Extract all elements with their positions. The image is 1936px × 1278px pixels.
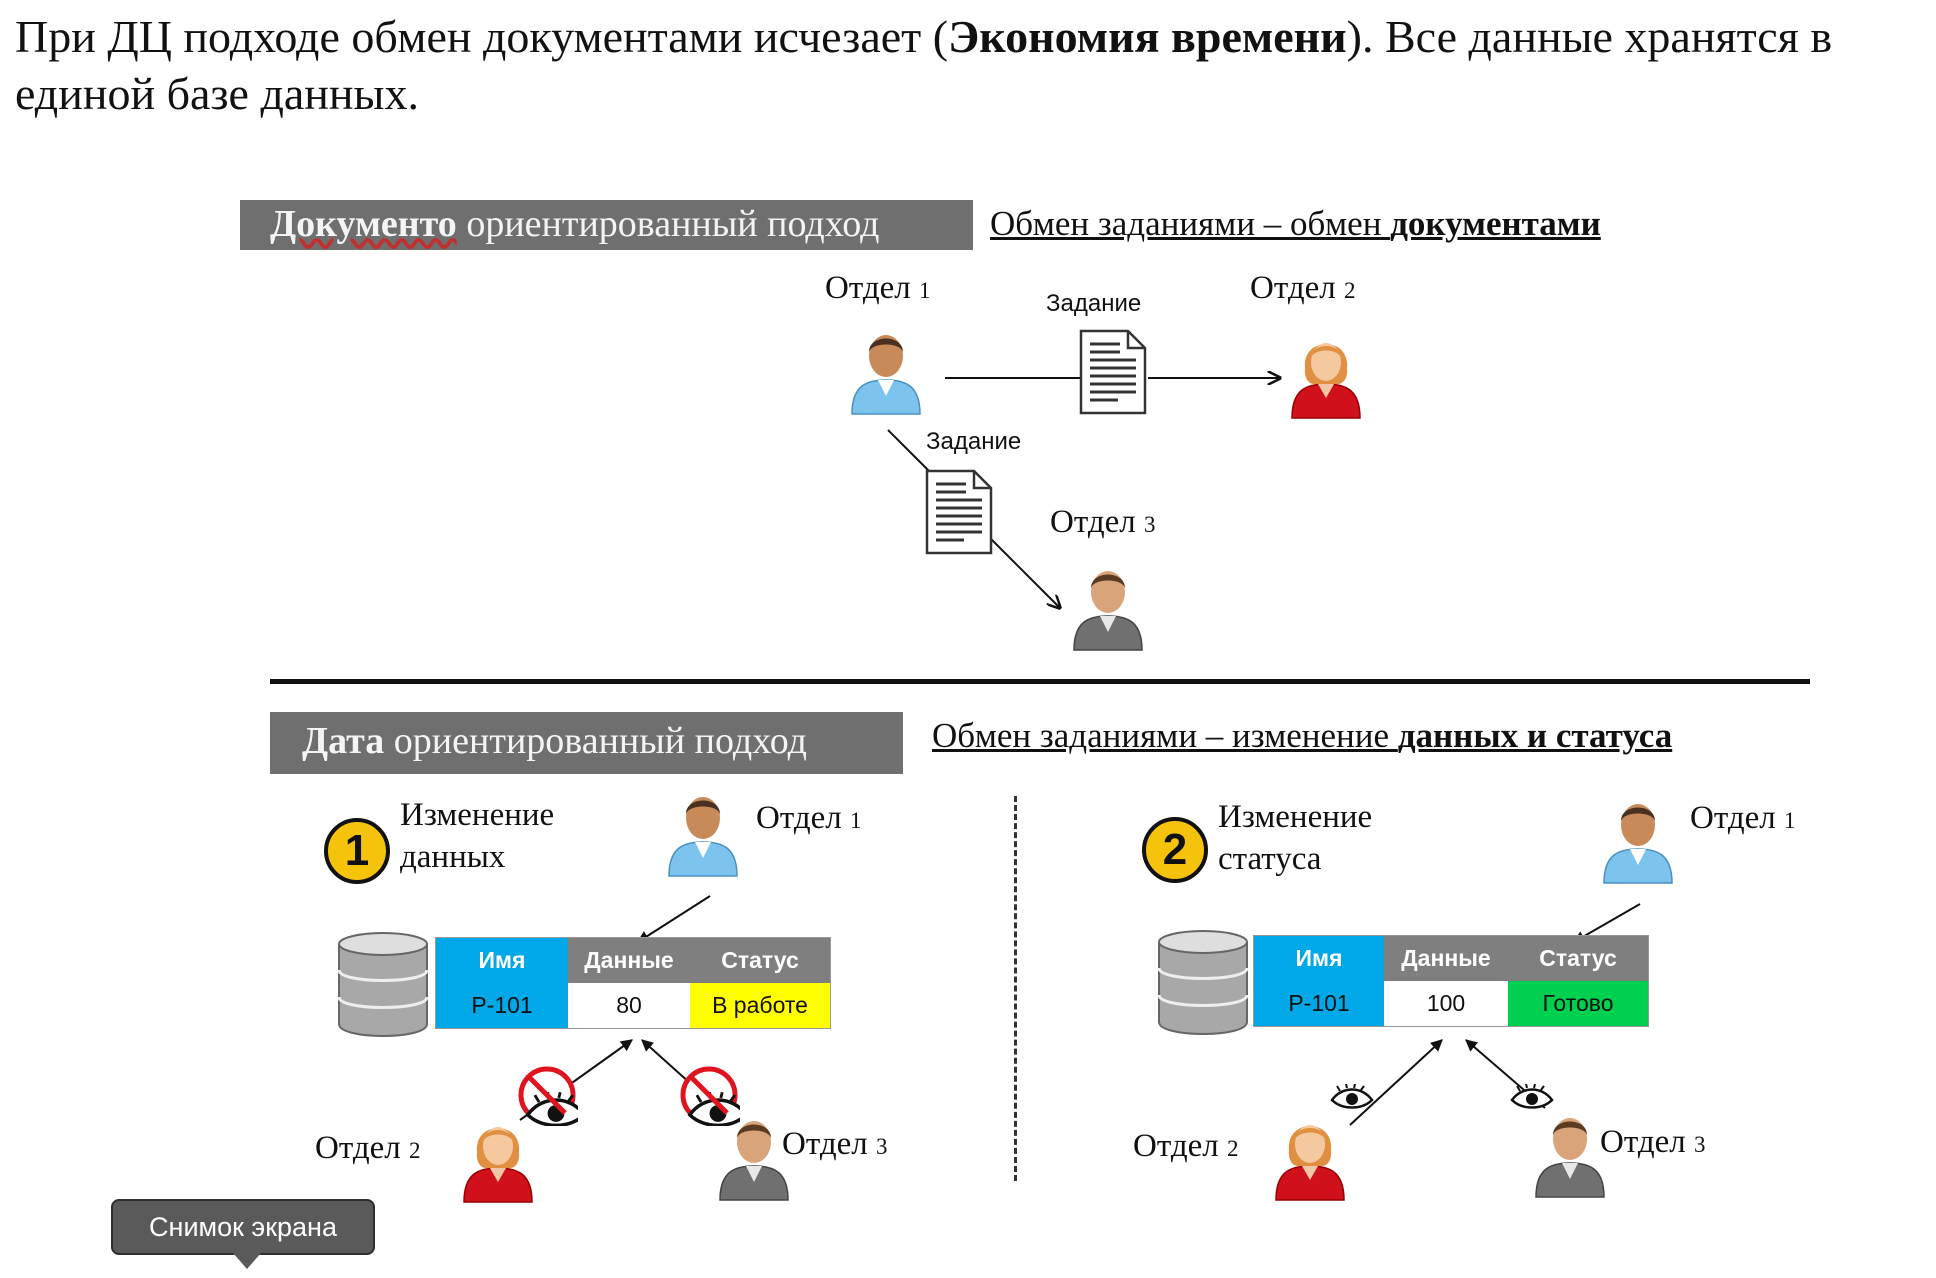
intro-bold-text: Экономия времени [948,11,1347,62]
doc-dept3-person-icon [1070,560,1146,652]
doc-dept2-label: Отдел 2 [1250,270,1356,306]
doc-dept2-person-icon [1288,328,1364,420]
left-cell-status: В работе [690,983,831,1029]
left-cell-data: 80 [568,983,690,1029]
doc-dept1-person-icon [848,324,924,416]
right-header-data: Данные [1384,935,1508,981]
arrow-right-dept2-to-table [1349,1039,1443,1126]
right-cell-data: 100 [1384,981,1508,1027]
doc-task-document-icon-2 [924,468,994,556]
right-database-icon [1153,928,1253,1036]
right-data-table: Имя Данные Статус P-101 100 Готово [1253,935,1649,1027]
data-headline-plain: Обмен заданиями – изменение [932,716,1398,755]
panel-separator [1014,796,1017,1181]
left-database-icon [333,930,433,1038]
doc-task-document-icon-1 [1078,328,1148,416]
data-approach-headline: Обмен заданиями – изменение данных и ста… [932,716,1672,756]
arrow-left-top-to-table [636,895,711,943]
right-cell-name: P-101 [1253,981,1384,1027]
doc-dept3-label: Отдел 3 [1050,504,1156,540]
doc-approach-headline: Обмен заданиями – обмен документами [990,204,1601,244]
doc-dept1-label: Отдел 1 [825,270,931,306]
left-header-status: Статус [690,937,831,983]
step-1-badge: 1 [324,818,390,884]
data-approach-banner: Дата ориентированный подход [270,712,903,774]
left-dept1-person-icon [665,786,741,878]
right-dept1-label: Отдел 1 [1690,800,1796,836]
left-dept1-label: Отдел 1 [756,800,862,836]
right-dept1-person-icon [1600,793,1676,885]
data-headline-bold: данных и статуса [1397,716,1673,755]
left-dept3-person-icon [716,1110,792,1202]
right-dept3-person-icon [1532,1107,1608,1199]
screenshot-tooltip[interactable]: Снимок экрана [111,1199,375,1269]
right-cell-status: Готово [1508,981,1649,1027]
step-2-badge: 2 [1142,817,1208,883]
right-eye-icon-1 [1330,1084,1374,1112]
intro-text-1: При ДЦ подходе обмен документами исчезае… [15,11,949,62]
section-divider [270,679,1810,684]
data-banner-first-word: Дата [302,720,385,762]
arrow-dept1-to-doc2 [887,429,931,473]
left-dept2-person-icon [460,1112,536,1204]
left-dept2-label: Отдел 2 [315,1130,421,1166]
right-dept2-person-icon [1272,1110,1348,1202]
left-data-table: Имя Данные Статус P-101 80 В работе [435,937,831,1029]
doc-task-label-1: Задание [1046,290,1142,317]
right-header-name: Имя [1253,935,1384,981]
intro-text-2: ). Все данные хранятся в единой базе дан… [15,11,1833,119]
left-header-name: Имя [435,937,568,983]
doc-headline-plain: Обмен заданиями – обмен [990,204,1391,243]
left-cell-name: P-101 [435,983,568,1029]
arrow-doc2-to-dept3 [989,537,1060,608]
right-header-status: Статус [1508,935,1649,981]
right-dept3-label: Отдел 3 [1600,1124,1706,1160]
data-banner-rest: ориентированный подход [384,720,807,762]
intro-paragraph: При ДЦ подходе обмен документами исчезае… [15,8,1925,122]
doc-task-label-2: Задание [926,428,1022,455]
doc-headline-bold: документами [1390,204,1601,243]
left-dept3-label: Отдел 3 [782,1126,888,1162]
left-header-data: Данные [568,937,690,983]
doc-banner-first-word: Документо [270,203,457,245]
right-dept2-label: Отдел 2 [1133,1128,1239,1164]
doc-banner-rest: ориентированный подход [456,203,880,245]
doc-approach-banner: Документо ориентированный подход [240,200,973,250]
